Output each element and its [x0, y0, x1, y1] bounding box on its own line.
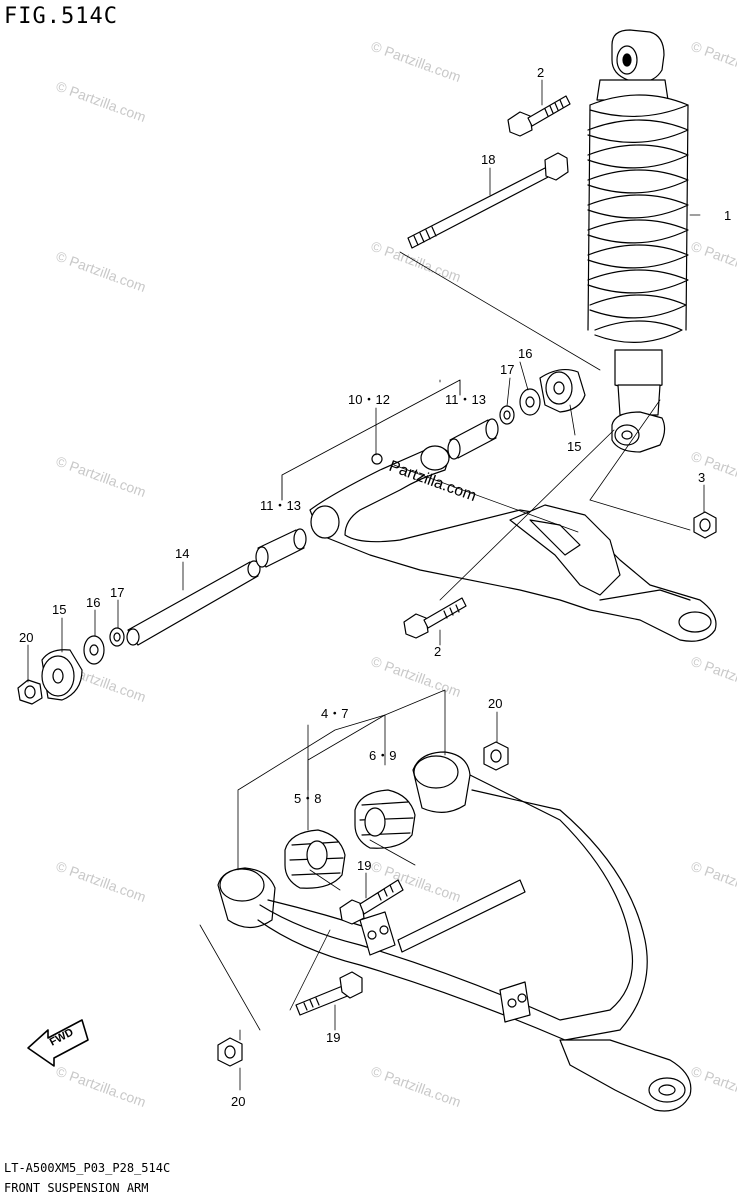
bushing-right: [447, 418, 499, 460]
watermark: © Partzilla.com: [689, 653, 737, 700]
watermark: © Partzilla.com: [369, 1063, 463, 1110]
callouts: 2 18 1 3 10・12 11・13 16 17 15 11・13 14 1…: [19, 65, 731, 1109]
callout: 16: [518, 346, 532, 361]
callout: 16: [86, 595, 100, 610]
callout: 20: [488, 696, 502, 711]
callout: 18: [481, 152, 495, 167]
bolt-upper: [507, 95, 571, 137]
callout: 15: [52, 602, 66, 617]
long-bolt: [407, 152, 569, 249]
watermark: © Partzilla.com: [54, 858, 148, 905]
callout: 11・13: [445, 392, 486, 407]
watermark: © Partzilla.com: [689, 448, 737, 495]
figure-title: FIG.514C: [4, 4, 118, 29]
callout: 19: [357, 858, 371, 873]
watermark: © Partzilla.com: [369, 38, 463, 85]
watermark: © Partzilla.com: [369, 653, 463, 700]
leader-lines: [393, 251, 691, 601]
right-washer-group: [499, 368, 586, 425]
shock-absorber: [587, 29, 689, 453]
callout: 17: [110, 585, 124, 600]
callout: 3: [698, 470, 705, 485]
bolt-mid: [403, 597, 467, 639]
watermark: © Partzilla.com: [54, 453, 148, 500]
callout: 14: [175, 546, 189, 561]
lower-leader-lines: [199, 689, 446, 1041]
callout: 5・8: [294, 791, 321, 806]
footer-model-code: LT-A500XM5_P03_P28_514C: [4, 1161, 171, 1175]
callout: 17: [500, 362, 514, 377]
bolt-19-low: [295, 971, 363, 1016]
watermark: © Partzilla.com: [689, 858, 737, 905]
bracket-upper: [281, 379, 461, 501]
bushing-6-9: [354, 789, 416, 849]
left-washer-group: [41, 627, 125, 701]
bushing-left: [255, 528, 307, 568]
watermark: © Partzilla.com: [54, 78, 148, 125]
callout: 6・9: [369, 748, 396, 763]
bolt-19-mid: [339, 879, 404, 925]
callout: 4・7: [321, 706, 348, 721]
fwd-arrow-icon: [27, 1019, 89, 1067]
upper-arm: [309, 445, 717, 642]
callout: 20: [19, 630, 33, 645]
callout: 1: [724, 208, 731, 223]
watermark: © Partzilla.com: [689, 238, 737, 285]
callout: 20: [231, 1094, 245, 1109]
callout-leaders: [27, 79, 705, 1091]
watermark: © Partzilla.com: [689, 38, 737, 85]
lower-arm: [217, 751, 692, 1112]
callout: 2: [537, 65, 544, 80]
grease-nipple: [371, 453, 383, 465]
callout: 11・13: [260, 498, 301, 513]
footer-diagram-name: FRONT SUSPENSION ARM: [4, 1181, 149, 1195]
bushing-5-8: [284, 829, 346, 889]
watermark: © Partzilla.com: [54, 248, 148, 295]
watermark: © Partzilla.com: [54, 1063, 148, 1110]
pivot-shaft: [126, 560, 261, 646]
callout: 10・12: [348, 392, 390, 407]
nut-right: [483, 741, 509, 771]
nut-bottom: [217, 1037, 243, 1067]
callout: 19: [326, 1030, 340, 1045]
nut-left: [17, 679, 43, 705]
nut-3: [693, 511, 717, 539]
watermark: © Partzilla.com: [689, 1063, 737, 1110]
callout: 15: [567, 439, 581, 454]
callout: 2: [434, 644, 441, 659]
